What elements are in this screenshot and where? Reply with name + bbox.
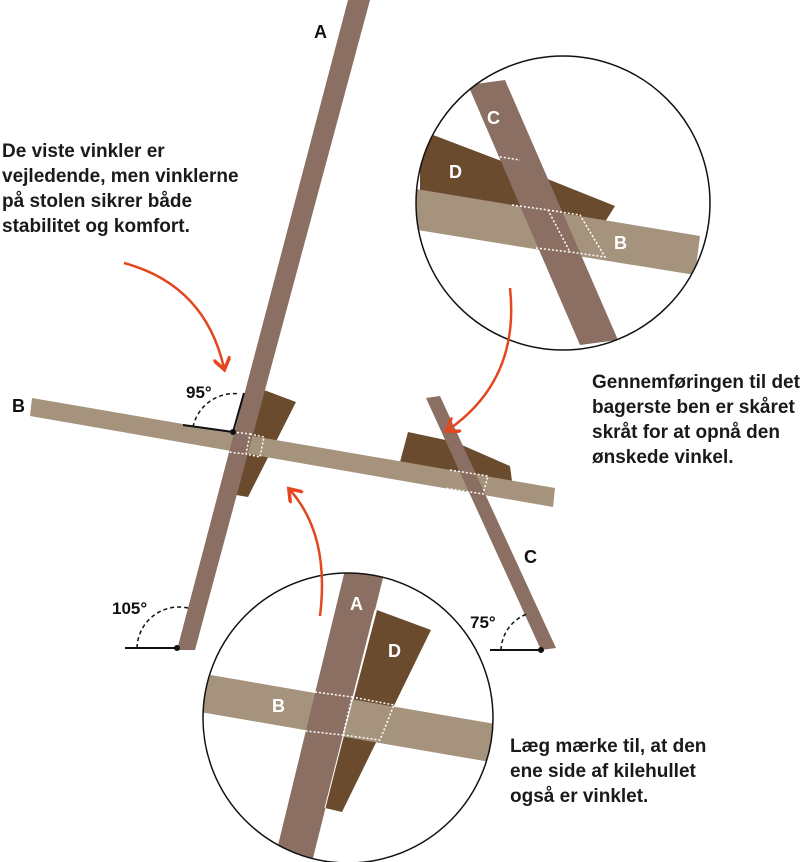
detail-leg-c [468,80,618,345]
note-line: på stolen sikrer både [2,191,193,212]
detail-label-c: C [487,108,500,128]
detail-label-b: B [272,696,285,716]
angle-marker-75 [490,613,544,653]
joint-dotted-lines [227,431,489,495]
label-c: C [524,547,537,567]
detail-circle-front-joint: A D B [202,572,494,862]
note-rear-leg: Gennemføringen til det bagerste ben er s… [592,370,800,470]
note-wedge-hole: Læg mærke til, at den ene side af kilehu… [510,734,706,809]
rear-leg-c [426,396,556,650]
angle-95-label: 95° [186,383,212,402]
note-line: også er vinklet. [510,786,649,807]
note-line: vejledende, men vinklerne [2,166,239,187]
label-a: A [314,22,327,42]
angle-marker-105 [125,606,189,651]
note-line: Gennemføringen til det [592,372,800,393]
detail-label-d: D [388,641,401,661]
note-line: stabilitet og komfort. [2,216,190,237]
arrow-to-front-joint [123,261,224,368]
note-angles: De viste vinkler er vejledende, men vink… [2,139,239,239]
note-line: skråt for at opnå den [592,422,780,443]
detail-label-b: B [614,233,627,253]
angle-75-label: 75° [470,613,496,632]
angle-marker-95 [182,392,245,435]
angle-105-label: 105° [112,599,147,618]
detail-circle-rear-joint: C D B [415,55,711,351]
label-b: B [12,396,25,416]
main-assembly: A B C 95° 105° 75° [12,0,556,653]
note-line: De viste vinkler er [2,141,165,162]
detail-leg-a [272,573,385,862]
arrow-to-rear-joint [448,287,513,430]
front-leg-a [177,0,370,650]
detail-label-a: A [350,594,363,614]
note-line: ene side af kilehullet [510,761,696,782]
note-line: Læg mærke til, at den [510,736,707,757]
note-line: ønskede vinkel. [592,447,734,468]
detail-label-d: D [449,162,462,182]
note-line: bagerste ben er skåret [592,397,795,418]
arrow-from-bottom-circle [290,490,324,617]
seat-rail-b [30,398,555,507]
